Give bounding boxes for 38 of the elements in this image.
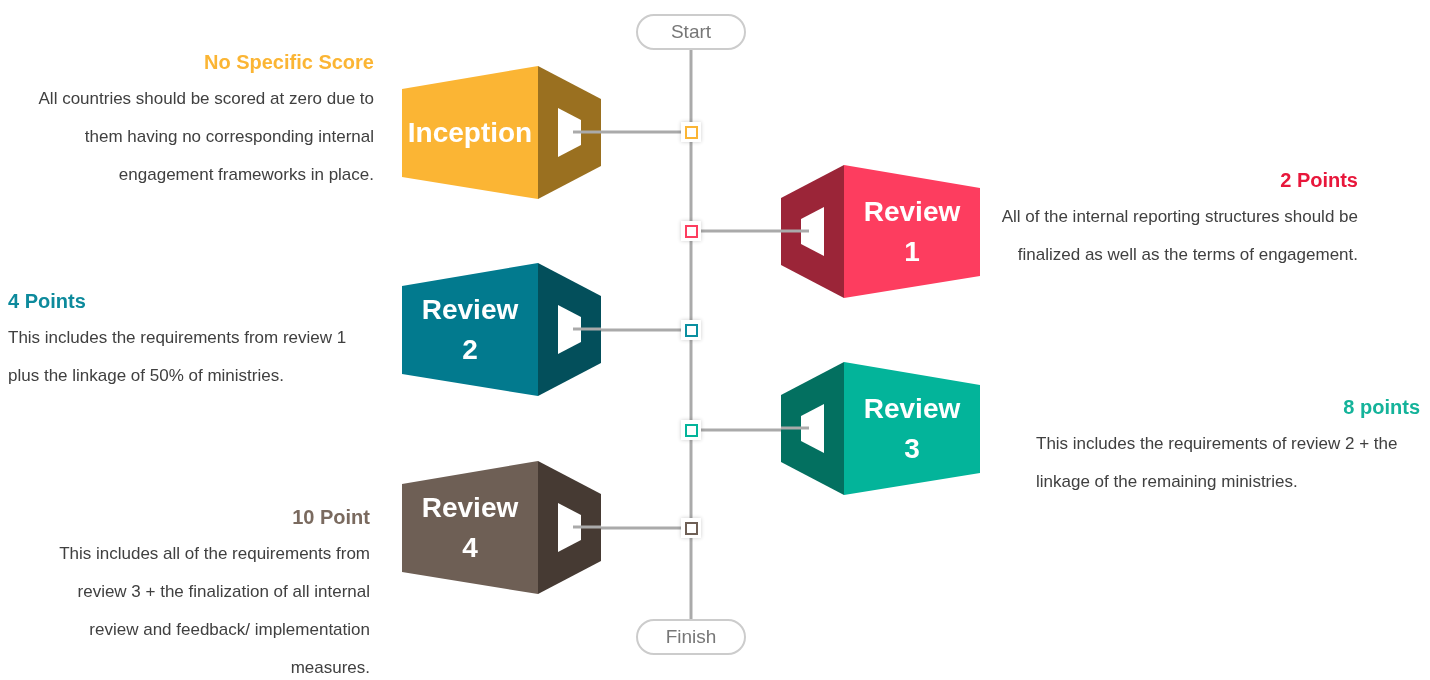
score-description: This includes the requirements of review 2 + the linkage of the remaining ministries. [1036,433,1399,493]
timeline-marker [681,518,701,538]
connector-line [689,440,693,518]
score-description: This includes all of the requirements from review 3 + the finalization of all internal review and feedback/ implementation measures. [58,543,370,679]
stage-block [781,165,980,298]
connector-line [689,538,693,619]
connector-line [689,50,693,122]
stage-title: Inception [407,115,533,150]
stage-block [781,362,980,495]
timeline-marker [681,221,701,241]
connector-line [601,526,681,530]
stage-title: Review 2 [420,292,520,367]
stage-title: Review 3 [862,391,962,466]
score-heading: 10 Point [291,505,370,530]
score-heading: 2 Points [1279,168,1358,193]
stage-block [402,66,601,199]
score-heading: 8 points [1342,395,1420,420]
terminal-pill: Start [636,14,746,50]
timeline-marker [681,420,701,440]
score-heading: No Specific Score [202,50,374,75]
score-heading: 4 Points [8,289,87,314]
stage-title: Review 4 [420,490,520,565]
score-description: All countries should be scored at zero due to them having no corresponding internal engagement frameworks in place. [37,88,374,186]
connector-line [689,142,693,221]
connector-line [701,229,781,233]
stage-block [402,461,601,594]
connector-line [689,340,693,420]
connector-line [601,328,681,332]
connector-line [601,130,681,134]
connector-line [689,241,693,320]
terminal-pill: Finish [636,619,746,655]
timeline-marker [681,122,701,142]
stage-title: Review 1 [862,194,962,269]
score-description: This includes the requirements from review 1 plus the linkage of 50% of ministries. [8,327,348,387]
stage-block [402,263,601,396]
connector-line [701,428,781,432]
score-description: All of the internal reporting structures should be finalized as well as the terms of engagement. [1000,206,1358,266]
timeline-marker [681,320,701,340]
